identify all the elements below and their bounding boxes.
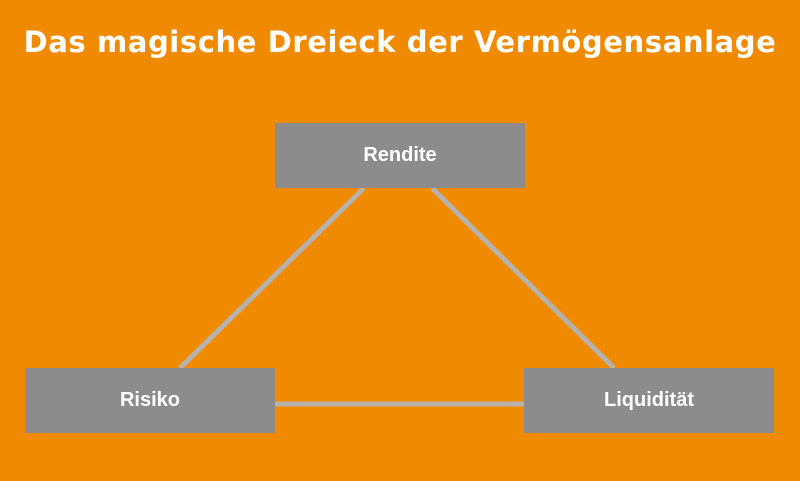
node-liquiditaet: Liquidität: [524, 368, 774, 433]
node-liquiditaet-label: Liquidität: [604, 389, 694, 411]
edge-rendite-risiko: [178, 186, 366, 370]
node-rendite: Rendite: [275, 123, 525, 188]
node-risiko: Risiko: [25, 368, 275, 433]
diagram-title: Das magische Dreieck der Vermögensanlage: [23, 25, 777, 59]
edge-rendite-liquiditaet: [430, 186, 616, 370]
node-rendite-label: Rendite: [363, 144, 437, 166]
node-risiko-label: Risiko: [119, 389, 181, 411]
